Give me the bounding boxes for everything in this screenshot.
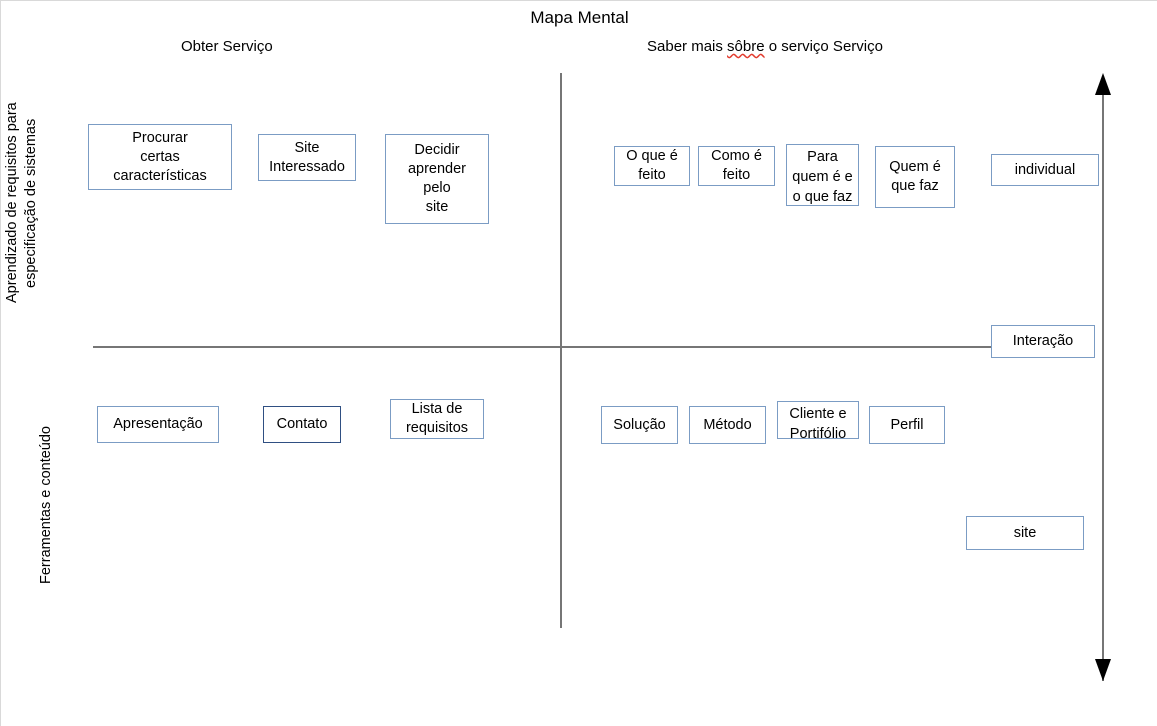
node-apresentacao[interactable]: Apresentação [97, 406, 219, 443]
node-quem-e-que-faz[interactable]: Quem é que faz [875, 146, 955, 208]
column-header-left: Obter Serviço [181, 38, 273, 55]
node-como-e-feito[interactable]: Como é feito [698, 146, 775, 186]
arrow-up-icon [1095, 73, 1111, 95]
node-o-que-e-feito[interactable]: O que é feito [614, 146, 690, 186]
column-header-right-part2: o serviço Serviço [764, 38, 883, 55]
node-perfil[interactable]: Perfil [869, 406, 945, 444]
node-site[interactable]: site [966, 516, 1084, 550]
horizontal-divider-line [93, 346, 1006, 348]
vertical-axis-shaft [1102, 77, 1104, 681]
node-individual[interactable]: individual [991, 154, 1099, 186]
node-contato[interactable]: Contato [263, 406, 341, 443]
column-header-right-misspelled-word: sôbre [727, 38, 765, 55]
node-cliente-e-portifolio[interactable]: Cliente e Portifólio [777, 401, 859, 442]
vertical-divider-line [560, 73, 562, 628]
node-solucao[interactable]: Solução [601, 406, 678, 444]
column-header-right: Saber mais sôbre o serviço Serviço [647, 37, 883, 57]
page-title: Mapa Mental [530, 8, 629, 27]
node-para-quem-e-e-o-que-faz[interactable]: Para quem é e o que faz [786, 144, 859, 206]
column-header-right-part1: Saber mais [647, 38, 728, 55]
node-decidir-aprender-pelo-site[interactable]: Decidir aprender pelo site [385, 134, 489, 224]
axis-label-bottom: Ferramentas e conteúdo [38, 426, 54, 584]
node-interacao[interactable]: Interação [991, 325, 1095, 358]
axis-label-top: Aprendizado de requisitos para especific… [4, 102, 39, 304]
node-site-interessado[interactable]: Site Interessado [258, 134, 356, 181]
node-metodo[interactable]: Método [689, 406, 766, 444]
arrow-down-icon [1095, 659, 1111, 681]
node-procurar-certas-caracteristicas[interactable]: Procurar certas características [88, 124, 232, 190]
node-lista-de-requisitos[interactable]: Lista de requisitos [390, 399, 484, 439]
